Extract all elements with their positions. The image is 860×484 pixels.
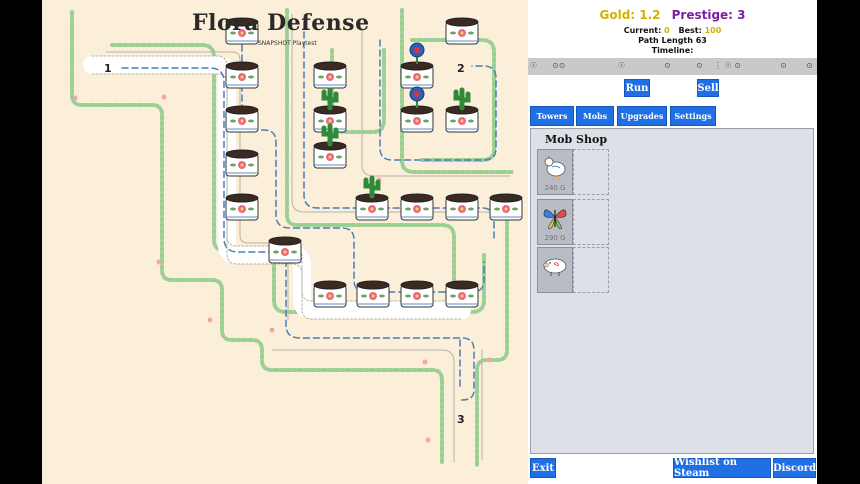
best-label: Best: <box>678 26 702 35</box>
mob-price: 240 G <box>544 184 566 192</box>
tower-pot[interactable] <box>225 149 259 177</box>
path-map <box>70 8 523 467</box>
run-button[interactable]: Run <box>624 79 650 97</box>
exit-button[interactable]: Exit <box>530 458 556 478</box>
mob-card-chicken[interactable]: 240 G <box>537 149 573 195</box>
flower-tower[interactable] <box>400 42 434 89</box>
letterbox-right <box>817 0 860 484</box>
stats-header: Gold: 1.2 Prestige: 3 Current: 0 Best: 1… <box>528 4 817 55</box>
butterfly-icon <box>543 209 567 230</box>
timeline-marker-icon: ⊙ <box>806 61 813 70</box>
wishlist-steam-button[interactable]: Wishlist on Steam <box>673 457 771 479</box>
timeline-marker-icon: ⊙⊙ <box>552 61 566 70</box>
side-panel: Gold: 1.2 Prestige: 3 Current: 0 Best: 1… <box>528 0 817 484</box>
chicken-icon <box>543 156 566 181</box>
timeline-marker-icon: ⊙ <box>664 61 671 70</box>
tower-pot[interactable] <box>445 17 479 45</box>
tower-pot[interactable] <box>445 280 479 308</box>
game-title: Flora Defense <box>192 10 370 36</box>
cactus-tower[interactable] <box>355 175 389 221</box>
game-board[interactable]: Flora Defense SNAPSHOT Playtest 1 2 3 <box>42 0 528 484</box>
path-label-1: 1 <box>104 62 112 75</box>
path-label-3: 3 <box>457 413 465 426</box>
timeline-marker-icon: ☉ <box>618 61 626 70</box>
tower-pot[interactable] <box>268 236 302 264</box>
current-value: 0 <box>664 26 670 35</box>
tab-upgrades[interactable]: Upgrades <box>617 106 667 126</box>
timeline-marker-icon: ⊙ <box>780 61 787 70</box>
tab-settings[interactable]: Settings <box>670 106 716 126</box>
tower-pot[interactable] <box>225 193 259 221</box>
path-label-2: 2 <box>457 62 465 75</box>
mob-shop-title: Mob Shop <box>545 133 608 146</box>
tower-pot[interactable] <box>225 61 259 89</box>
current-label: Current: <box>623 26 662 35</box>
mob-price: 290 G <box>544 234 566 242</box>
tower-pot[interactable] <box>445 193 479 221</box>
pig-icon <box>543 258 567 276</box>
mob-slot <box>573 247 609 293</box>
timeline-marker-icon: ⋮ ☉ ⊙ <box>714 61 741 70</box>
tower-pot[interactable] <box>400 193 434 221</box>
tower-pot[interactable] <box>313 280 347 308</box>
prestige-display: Prestige: 3 <box>671 8 746 22</box>
timeline-marker-icon: ⊙ <box>696 61 703 70</box>
tower-pot[interactable] <box>225 17 259 45</box>
best-value: 100 <box>704 26 722 35</box>
gold-display: Gold: 1.2 <box>599 8 661 22</box>
timeline-label: Timeline: <box>651 46 694 55</box>
tab-mobs[interactable]: Mobs <box>576 106 614 126</box>
mob-card-pig[interactable] <box>537 247 573 293</box>
mob-shop-panel: Mob Shop 240 G 290 G <box>530 128 814 454</box>
timeline-bar[interactable]: ☉ ⊙⊙ ☉ ⊙ ⊙ ⋮ ☉ ⊙ ⊙ ⊙ <box>528 58 817 75</box>
path-length: Path Length 63 <box>638 36 707 45</box>
mob-slot <box>573 149 609 195</box>
tower-pot[interactable] <box>400 280 434 308</box>
tab-towers[interactable]: Towers <box>530 106 574 126</box>
cactus-tower[interactable] <box>313 123 347 169</box>
tower-pot[interactable] <box>356 280 390 308</box>
tower-pot[interactable] <box>313 61 347 89</box>
cactus-tower[interactable] <box>445 87 479 133</box>
tower-pot[interactable] <box>225 105 259 133</box>
mob-card-butterfly[interactable]: 290 G <box>537 199 573 245</box>
timeline-marker-icon: ☉ <box>530 61 538 70</box>
game-subtitle: SNAPSHOT Playtest <box>258 40 317 47</box>
sell-button[interactable]: Sell <box>697 79 719 97</box>
flower-tower[interactable] <box>400 86 434 133</box>
discord-button[interactable]: Discord <box>773 458 816 478</box>
mob-slot <box>573 199 609 245</box>
tower-pot[interactable] <box>489 193 523 221</box>
